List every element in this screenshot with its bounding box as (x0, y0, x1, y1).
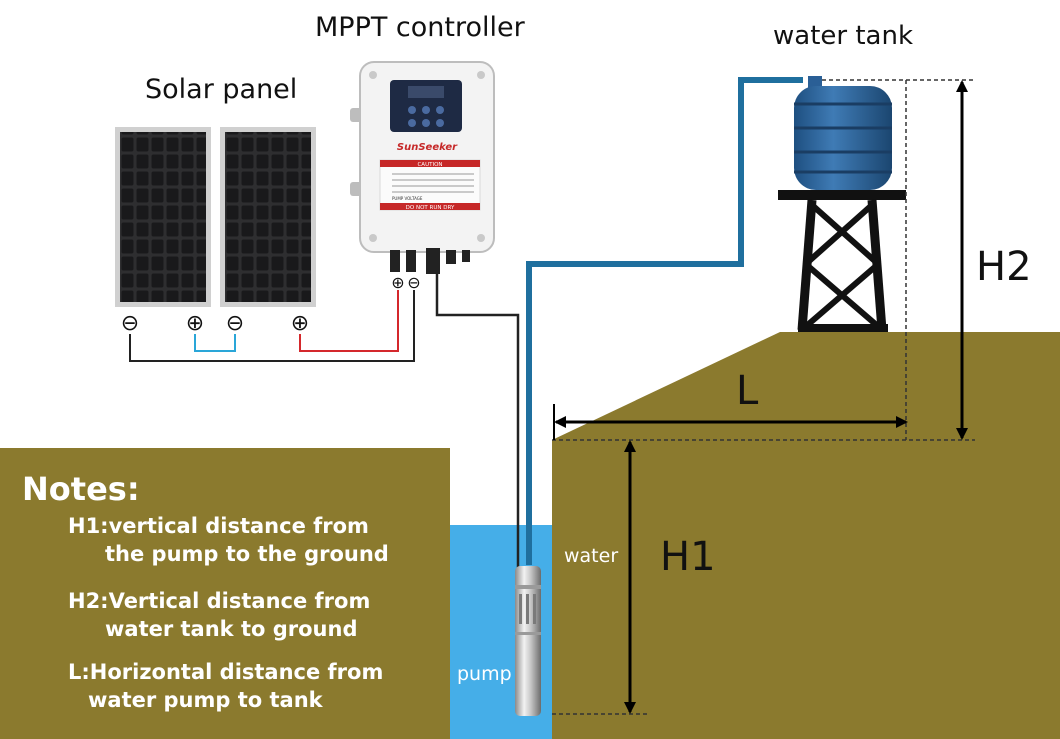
panel1-positive-terminal: ⊕ (186, 311, 204, 336)
notes-heading: Notes: (22, 470, 140, 508)
panel2-positive-terminal: ⊕ (291, 311, 309, 336)
mppt-controller-label: MPPT controller (315, 12, 525, 43)
note-h1-line2: the pump to the ground (105, 542, 389, 566)
panel2-negative-terminal: ⊖ (226, 311, 244, 336)
pump-label: pump (457, 663, 512, 685)
h1-label: H1 (660, 534, 716, 580)
ground-right (552, 332, 1060, 739)
ground (0, 332, 1060, 739)
controller-brand: SunSeeker (397, 142, 458, 153)
pump-cable (435, 272, 520, 568)
note-h2-line1: H2:Vertical distance from (68, 589, 371, 613)
solar-panel-right (220, 127, 316, 307)
water-pipe (526, 77, 803, 565)
note-l-line1: L:Horizontal distance from (68, 660, 384, 684)
mppt-controller-box (350, 61, 495, 274)
water-tank-label: water tank (773, 21, 914, 51)
wire-blue (194, 334, 236, 352)
wire-red (299, 290, 399, 352)
note-h2-line2: water tank to ground (105, 617, 358, 641)
controller-negative-terminal: ⊖ (407, 273, 420, 292)
water-tank (794, 76, 892, 190)
water-tank-stand (778, 190, 906, 332)
controller-pump-voltage: PUMP VOLTAGE (392, 196, 423, 201)
wire-black (129, 290, 415, 362)
l-label: L (736, 368, 759, 414)
note-h1-line1: H1:vertical distance from (68, 514, 369, 538)
water-label: water (564, 545, 619, 567)
ground-left (0, 448, 450, 739)
controller-warning: DO NOT RUN DRY (406, 205, 455, 211)
solar-panel-label: Solar panel (145, 74, 298, 105)
submersible-pump (515, 566, 541, 716)
controller-positive-terminal: ⊕ (391, 273, 404, 292)
panel1-negative-terminal: ⊖ (121, 311, 139, 336)
controller-caution: CAUTION (417, 162, 442, 168)
note-l-line2: water pump to tank (88, 688, 323, 712)
solar-panel-left (115, 127, 211, 307)
reference-lines (552, 79, 975, 715)
h2-label: H2 (976, 244, 1032, 290)
